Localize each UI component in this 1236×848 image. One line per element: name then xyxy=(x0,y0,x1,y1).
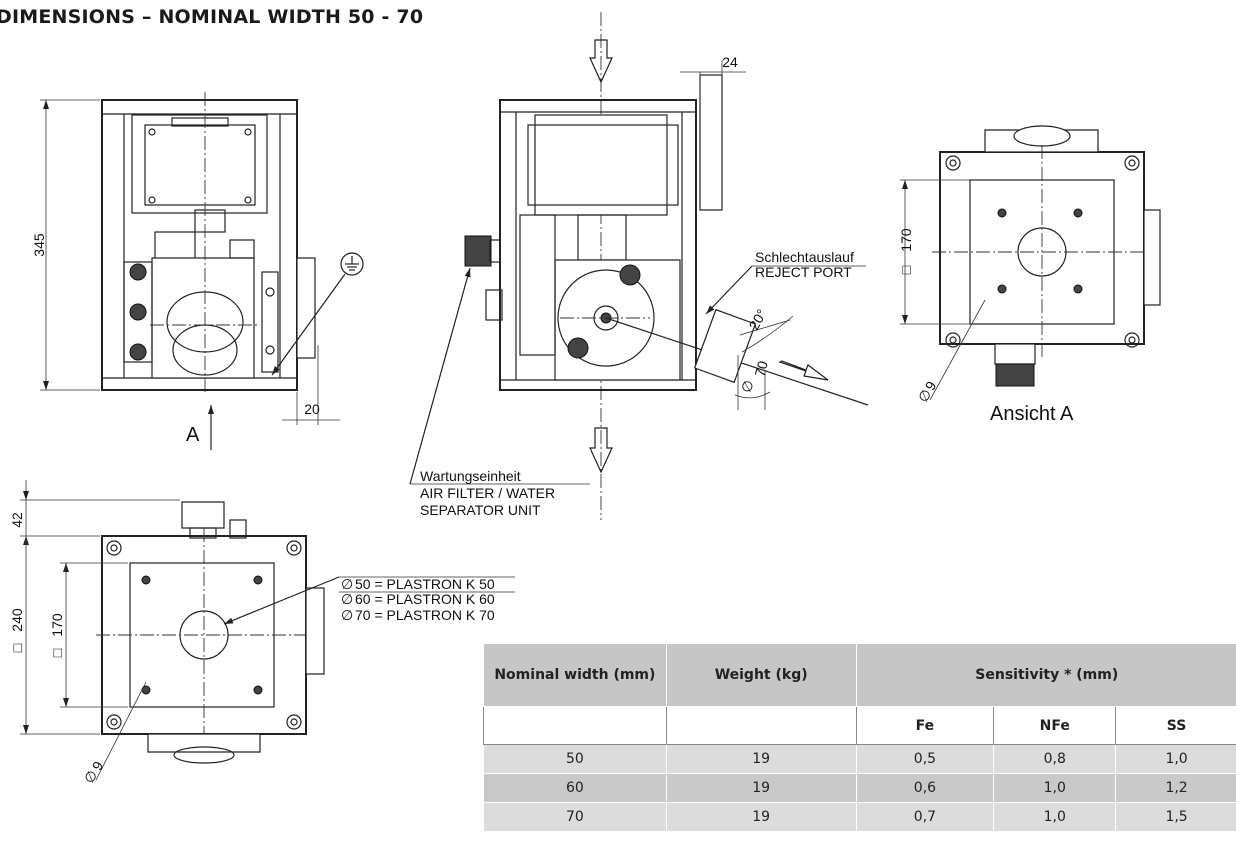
table-row: 60 19 0,6 1,0 1,2 xyxy=(483,773,1236,803)
table-cell: 60 xyxy=(483,773,667,803)
reject-port-diameter-icon: ∅ xyxy=(738,378,757,395)
table-cell: 1,0 xyxy=(1115,744,1236,774)
specs-table: Nominal width (mm) Weight (kg) Sensitivi… xyxy=(483,643,1236,832)
front-height-dim: 345 xyxy=(31,233,47,257)
subheader-empty-1 xyxy=(483,706,667,745)
table-row: 50 19 0,5 0,8 1,0 xyxy=(483,744,1236,774)
table-cell: 1,2 xyxy=(1115,773,1236,803)
view-a-square-dim: 170 xyxy=(898,228,914,252)
bore-label-2: 60 = PLASTRON K 60 xyxy=(355,591,495,607)
table-cell: 1,0 xyxy=(993,773,1117,803)
table-subheader-row: Fe NFe SS xyxy=(483,706,1236,745)
bottom-inner-dim: 170 xyxy=(49,613,65,637)
reject-port-dim: 70 xyxy=(751,359,771,378)
subheader-empty-2 xyxy=(665,706,857,745)
bottom-inner-square-icon: □ xyxy=(49,648,65,657)
subheader-fe: Fe xyxy=(855,706,995,745)
view-a-caption: Ansicht A xyxy=(990,403,1074,425)
table-cell: 0,8 xyxy=(993,744,1117,774)
table-cell: 0,6 xyxy=(855,773,995,803)
bottom-outer-square-icon: □ xyxy=(9,643,25,652)
side-top-dim: 24 xyxy=(722,54,738,70)
table-cell: 19 xyxy=(665,802,857,832)
subheader-ss: SS xyxy=(1115,706,1236,745)
front-offset-dim: 20 xyxy=(304,401,320,417)
page-title: DIMENSIONS – NOMINAL WIDTH 50 - 70 xyxy=(0,6,424,28)
table-cell: 0,7 xyxy=(855,802,995,832)
view-a-square-icon: □ xyxy=(898,265,914,274)
table-cell: 1,0 xyxy=(993,802,1117,832)
side-view: 24 20° 70 ∅ Schlechtauslauf REJECT PORT … xyxy=(409,12,869,520)
bore-diameter-icon-2: ∅ xyxy=(341,591,353,607)
header-nominal-width: Nominal width (mm) xyxy=(483,643,667,707)
table-cell: 19 xyxy=(665,744,857,774)
header-sensitivity: Sensitivity * (mm) xyxy=(855,643,1236,707)
table-cell: 0,5 xyxy=(855,744,995,774)
table-cell: 19 xyxy=(665,773,857,803)
reject-port-label-en: REJECT PORT xyxy=(755,264,852,280)
table-cell: 50 xyxy=(483,744,667,774)
bottom-top-dim: 42 xyxy=(9,512,25,528)
subheader-nfe: NFe xyxy=(993,706,1117,745)
bottom-view: 42 □ 240 □ 170 9 ∅ ∅ 50 = PLASTRON K 50 … xyxy=(9,480,515,786)
table-cell: 70 xyxy=(483,802,667,832)
view-a: □ 170 9 ∅ Ansicht A xyxy=(898,125,1161,425)
header-weight: Weight (kg) xyxy=(665,643,857,707)
maint-unit-label-en-1: AIR FILTER / WATER xyxy=(420,485,555,501)
table-row: 70 19 0,7 1,0 1,5 xyxy=(483,802,1236,832)
reject-port-label-de: Schlechtauslauf xyxy=(755,249,854,265)
front-view: 345 20 A xyxy=(31,92,364,450)
bore-diameter-icon-3: ∅ xyxy=(341,607,353,623)
bore-label-1: 50 = PLASTRON K 50 xyxy=(355,576,495,592)
bore-label-3: 70 = PLASTRON K 70 xyxy=(355,607,495,623)
maint-unit-label-de: Wartungseinheit xyxy=(420,468,521,484)
view-marker-a: A xyxy=(186,424,200,446)
bottom-outer-dim: 240 xyxy=(9,608,25,632)
table-cell: 1,5 xyxy=(1115,802,1236,832)
bore-diameter-icon-1: ∅ xyxy=(341,576,353,592)
maint-unit-label-en-2: SEPARATOR UNIT xyxy=(420,502,541,518)
